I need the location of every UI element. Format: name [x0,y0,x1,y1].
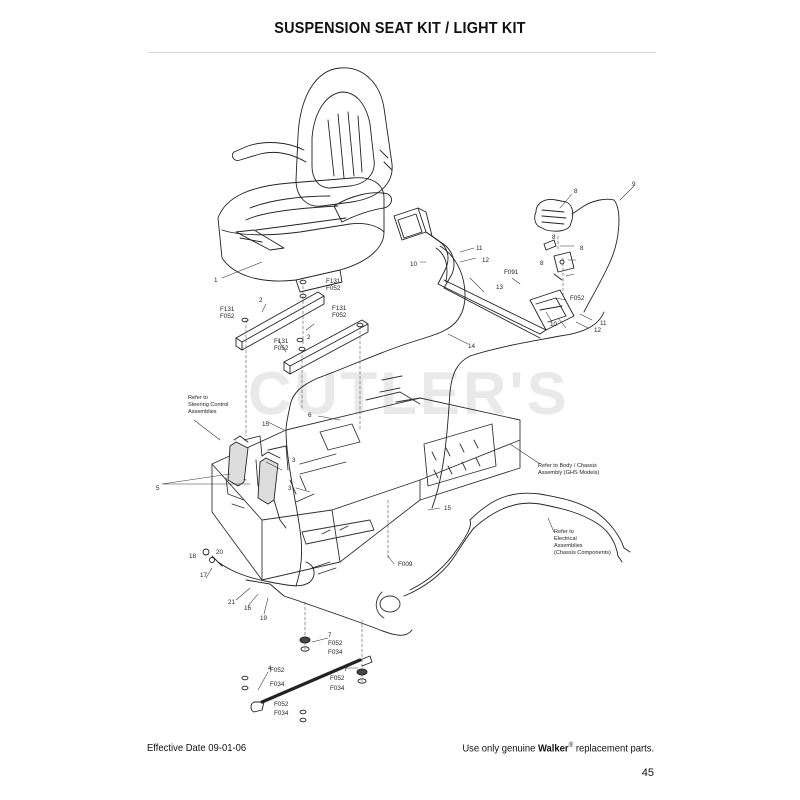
callout-f034b: F034 [330,685,345,692]
callout-4: 4 [268,665,272,672]
callout-6: 6 [308,412,312,419]
callout-8a: 8 [574,188,578,195]
callout-f131a: F131 [326,278,341,285]
callout-f131b: F131 [220,306,235,313]
callout-8d: 8 [580,245,584,252]
callout-21: 21 [228,599,236,606]
assembly-guide-lines [245,235,564,683]
steering-levers [227,435,287,529]
tractor-body [211,375,521,619]
svg-text:Refer to Body / Chassis: Refer to Body / Chassis [538,463,597,469]
light-bar-assembly [425,231,575,339]
callout-13: 13 [496,284,504,291]
callout-f131d: F131 [274,338,289,345]
svg-text:Refer to: Refer to [554,529,574,535]
svg-text:Assemblies: Assemblies [188,409,217,415]
svg-text:Electrical: Electrical [554,536,577,542]
callout-14: 14 [468,343,476,350]
callout-12a: 12 [482,257,490,264]
callout-f034d: F034 [274,710,289,717]
callout-2a: 2 [259,297,263,304]
suspension-seat [217,67,393,293]
callout-f131c: F131 [332,305,347,312]
svg-text:(Chassis Components): (Chassis Components) [554,550,611,556]
svg-text:Assembly (GHS Models): Assembly (GHS Models) [538,470,599,476]
callout-20: 20 [216,549,224,556]
title-divider [148,52,656,53]
callout-f052g: F052 [330,675,345,682]
callout-8b: 8 [552,234,556,241]
callout-16: 16 [244,605,252,612]
callout-17: 17 [200,572,208,579]
callout-labels: 1 2 2 3 3 4 5 6 7 7 8 8 8 8 9 10 10 11 1… [156,181,636,717]
genuine-parts-notice: Use only genuine Walker® replacement par… [462,742,654,755]
callout-15b: 15 [444,505,452,512]
watermark: CUTLER'S [248,360,570,427]
note-electrical: Refer to Electrical Assemblies (Chassis … [554,529,611,556]
callout-19: 19 [260,615,268,622]
callout-9: 9 [632,181,636,188]
seat-rail-left [235,291,325,351]
callout-f052h: F052 [270,667,285,674]
callout-11a: 11 [476,245,483,252]
callout-8c: 8 [540,260,544,267]
callout-f052b: F052 [220,313,235,320]
ground-cable-assembly [241,636,373,723]
callout-f052f: F052 [328,640,343,647]
effective-date: Effective Date 09-01-06 [147,742,247,754]
svg-text:Steering Control: Steering Control [188,402,228,408]
page-number: 45 [641,767,654,779]
callout-f052a: F052 [326,285,341,292]
brand-name: Walker [537,742,569,755]
callout-3a: 3 [292,457,296,464]
seat-switch-harness [202,429,413,636]
work-light-left [393,207,433,241]
light-brackets [543,239,575,281]
callout-f052d: F052 [274,345,289,352]
callout-18: 18 [189,553,197,560]
light-wiring-harness [285,199,620,509]
chassis-harness [403,492,631,597]
callout-1: 1 [214,277,218,284]
seat-rail-right [283,319,369,375]
callout-f091: F091 [504,269,519,276]
callout-f052i: F052 [274,701,289,708]
callout-10b: 10 [550,321,558,328]
callout-f009: F009 [398,561,413,568]
callout-f052c: F052 [332,312,347,319]
work-light-right [534,198,615,232]
callout-3b: 3 [288,485,292,492]
callout-10a: 10 [410,261,418,268]
callout-11b: 11 [600,320,607,327]
callout-f034a: F034 [328,649,343,656]
note-body-chassis: Refer to Body / Chassis Assembly (GHS Mo… [538,463,599,476]
svg-text:Assemblies: Assemblies [554,543,583,549]
svg-text:Refer to: Refer to [188,395,208,401]
callout-5: 5 [156,485,160,492]
callout-leader-lines [161,185,635,691]
callout-7b: 7 [344,666,348,673]
callout-12b: 12 [594,327,602,334]
note-steering-control: Refer to Steering Control Assemblies [188,395,228,415]
callout-2b: 2 [307,334,311,341]
page-title: SUSPENSION SEAT KIT / LIGHT KIT [274,20,526,37]
callout-f052e: F052 [570,295,585,302]
callout-15a: 15 [262,421,270,428]
callout-7a: 7 [328,632,332,639]
callout-f034c: F034 [270,681,285,688]
